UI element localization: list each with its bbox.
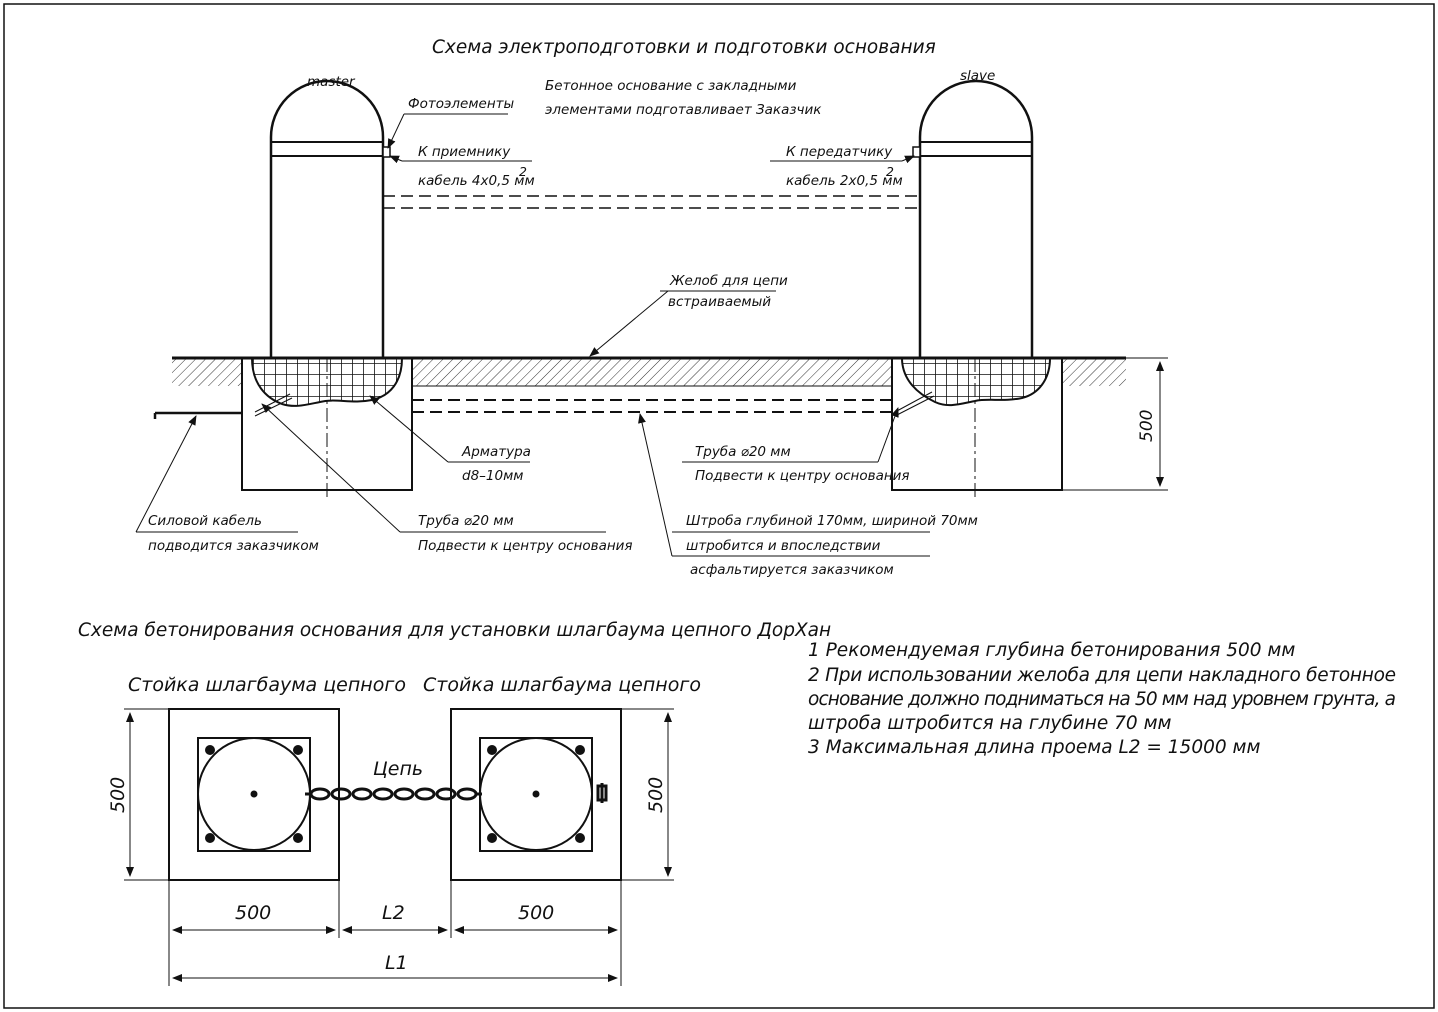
concrete-note-line1: Бетонное основание с закладными <box>545 78 797 94</box>
post-right-label: Стойка шлагбаума цепного <box>423 674 701 696</box>
depth-dimension <box>1062 357 1168 491</box>
dim-right-height-value: 500 <box>645 777 667 813</box>
note-1: 1 Рекомендуемая глубина бетонирования 50… <box>808 640 1295 661</box>
groove-label: Штроба глубиной 170мм, шириной 70мм <box>686 513 978 529</box>
master-post <box>269 79 391 358</box>
groove-note-2: асфальтируется заказчиком <box>690 562 894 578</box>
depth-dim-value: 500 <box>1137 410 1157 442</box>
master-label: master <box>307 74 356 90</box>
chute-type: встраиваемый <box>668 294 771 310</box>
pipe-left-label: Труба ⌀20 мм <box>418 513 514 529</box>
transmitter-superscript: 2 <box>886 164 894 179</box>
base-plan-left <box>168 708 340 881</box>
concrete-note-line2: элементами подготавливает Заказчик <box>545 102 822 118</box>
power-cable-label: Силовой кабель <box>148 513 262 529</box>
receiver-cable: кабель 4х0,5 мм <box>418 173 535 189</box>
notes: 1 Рекомендуемая глубина бетонирования 50… <box>808 640 1396 758</box>
photocell-receiver <box>382 146 391 158</box>
chute-label: Желоб для цепи <box>669 273 788 289</box>
foundation-left <box>241 357 413 500</box>
photocell-transmitter <box>912 146 921 158</box>
receiver-superscript: 2 <box>519 164 527 179</box>
note-3: 3 Максимальная длина проема L2 = 15000 м… <box>808 737 1260 758</box>
receiver-label: К приемнику <box>418 144 511 160</box>
slave-post <box>912 79 1034 358</box>
groove-note-1: штробится и впоследствии <box>686 538 881 554</box>
pipe-left-note: Подвести к центру основания <box>418 538 633 554</box>
sheet-frame <box>3 3 1435 1009</box>
dim-left-height <box>124 708 169 881</box>
chain-label: Цепь <box>373 758 423 780</box>
note-2: 2 При использовании желоба для цепи накл… <box>808 665 1396 686</box>
chain <box>305 783 608 803</box>
rebar-size: d8–10мм <box>462 468 523 484</box>
power-cable-note: подводится заказчиком <box>148 538 319 554</box>
dim-left-height-value: 500 <box>107 777 129 813</box>
top-scheme-title: Схема электроподготовки и подготовки осн… <box>432 37 936 58</box>
foundation-right <box>891 357 1063 500</box>
dim-gap: L2 <box>382 902 405 924</box>
note-2c: штроба штробится на глубине 70 мм <box>808 713 1172 734</box>
dim-width-right: 500 <box>518 902 554 924</box>
post-left-label: Стойка шлагбаума цепного <box>128 674 406 696</box>
transmitter-label: К передатчику <box>786 144 893 160</box>
transmitter-cable: кабель 2х0,5 мм <box>786 173 903 189</box>
rebar-label: Арматура <box>461 444 531 460</box>
dim-total: L1 <box>385 952 408 974</box>
dim-right-height <box>621 708 674 881</box>
slave-label: slave <box>960 68 995 84</box>
photo-label: Фотоэлементы <box>408 96 515 112</box>
bottom-scheme-title: Схема бетонирования основания для устано… <box>78 620 831 641</box>
pipe-right-note: Подвести к центру основания <box>695 468 910 484</box>
dim-width-left: 500 <box>235 902 271 924</box>
dim-horizontal <box>168 880 622 986</box>
note-2b: основание должно подниматься на 50 мм на… <box>808 689 1396 710</box>
pipe-right-label: Труба ⌀20 мм <box>695 444 791 460</box>
